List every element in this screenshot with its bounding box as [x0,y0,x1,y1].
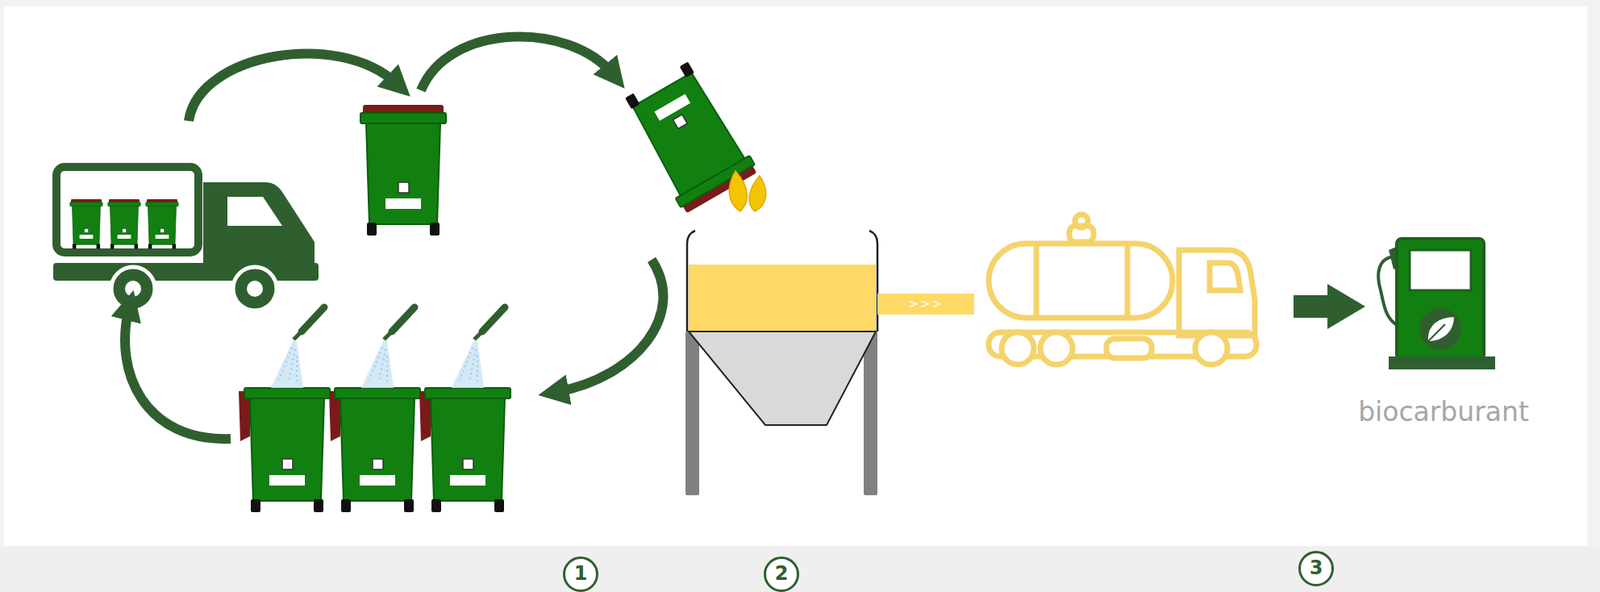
settling-tank [685,230,975,496]
truck-wheel [233,266,277,311]
bin [145,199,179,250]
spray [451,307,505,388]
product-label: biocarburant [1358,396,1530,428]
pump-base [1388,356,1496,370]
tanker-band [1125,245,1131,317]
callout-circle [765,558,799,592]
callout-number: 1 [574,562,588,586]
oil-level [688,264,876,333]
callout-number: 2 [775,562,789,586]
bottom-band [0,545,1600,592]
tanker-truck [988,214,1257,365]
callout-number: 3 [1309,557,1324,580]
tanker-wheel [1195,332,1228,365]
oil-pour [729,170,747,212]
truck-cab [203,182,315,267]
collection-truck [53,166,319,311]
truck-box [56,166,199,253]
fuel-pump [1378,238,1496,370]
cycle-arrow [188,54,397,121]
tilted-bin [619,58,759,214]
bin [70,199,103,250]
tank-cone [688,331,876,425]
callout-circle [564,558,598,592]
spray [361,307,415,388]
cycle-arrow [556,259,663,392]
tank-leg [685,331,700,496]
bin [419,387,511,513]
panel [4,6,1588,546]
tanker-wheel [1040,332,1073,365]
spray [270,307,325,388]
pump-body [1396,238,1484,360]
leaf [1427,316,1455,342]
bin [360,104,446,236]
tanker-cab [1179,250,1255,336]
tanker-window [1209,262,1241,291]
truck-window [227,196,283,226]
callout-circle [1300,552,1334,586]
flow-chevrons: >>> [908,296,944,312]
washing-bins [238,307,511,513]
bin [108,199,141,250]
cycle-arrow [420,36,613,91]
tanker-wheel [1001,332,1034,365]
flow-arrow [1293,283,1366,330]
oil-pour [749,175,767,212]
callout-number: 1 [562,555,600,592]
tanker-band [1033,245,1040,317]
callout-number: 3 [1297,550,1335,588]
truck-hub [246,280,263,297]
tanker-hatch-top [1075,214,1088,228]
tank-wall [687,230,878,332]
tank-leg [863,331,878,496]
truck-wheel [111,266,155,311]
callout-number: 2 [762,555,800,592]
cycle-arrow [125,308,231,439]
truck-chassis [53,262,319,281]
tanker-tank-box [1106,338,1152,359]
pump-screen [1409,250,1471,291]
truck-hub [125,280,142,297]
pump-badge [1419,308,1462,350]
pipe [877,293,975,315]
bin [238,387,330,513]
bin [329,387,421,513]
tanker-tank [988,243,1173,318]
fuel-pump-node: biocarburant [1362,233,1525,428]
